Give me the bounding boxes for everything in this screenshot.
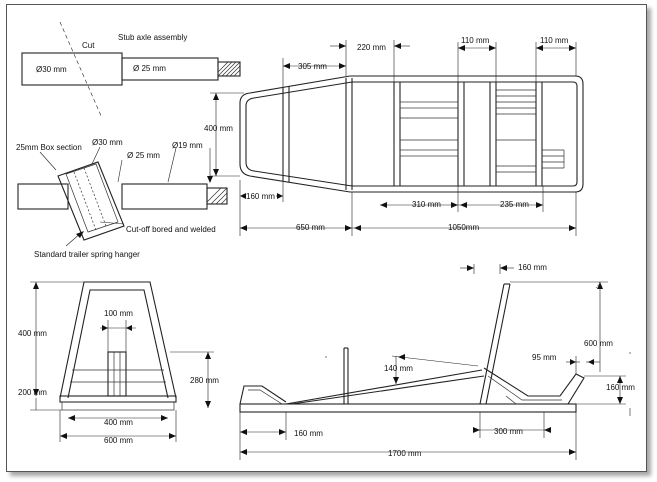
- side-d140: 140 mm: [384, 364, 413, 373]
- chassis-side-view: 160 mm 600 mm 95 mm 140 mm 160 mm 160 mm…: [239, 263, 635, 460]
- chassis-plan-view: 305 mm 220 mm 110 mm 110 mm 400 mm 160 m…: [204, 36, 584, 236]
- hanger-d19-label: Ø19 mm: [172, 141, 203, 150]
- side-view-rear-frame: [483, 367, 585, 405]
- plan-d650: 650 mm: [296, 223, 325, 232]
- hanger-d30-label: Ø30 mm: [92, 138, 123, 147]
- spring-hanger-plate: [57, 161, 125, 241]
- spring-hanger-assembly: 25mm Box section Ø30 mm Ø 25 mm Ø19 mm C…: [16, 138, 228, 259]
- stub-axle-title: Stub axle assembly: [118, 33, 187, 42]
- cutoff-label: Cut-off bored and welded: [126, 225, 216, 234]
- end-d400w: 400 mm: [104, 418, 133, 427]
- end-view-outer-frame: [59, 281, 177, 399]
- side-view-backrest: [479, 283, 505, 405]
- side-view-base-rail: [239, 403, 577, 413]
- cut-line: [59, 21, 103, 119]
- end-d600: 600 mm: [104, 436, 133, 445]
- side-d160-bottom: 160 mm: [294, 429, 323, 438]
- end-d280: 280 mm: [190, 376, 219, 385]
- side-d600: 600 mm: [584, 339, 613, 348]
- stub-axle-assembly: Stub axle assembly Cut Ø30 mm Ø 25 mm: [21, 21, 241, 119]
- chassis-end-view: 400 mm 100 mm 280 mm 200 mm 400 mm 600 m…: [18, 281, 219, 445]
- axle-d25-label: Ø 25 mm: [133, 64, 166, 73]
- side-d95: 95 mm: [532, 353, 557, 362]
- chassis-outer-frame: [239, 75, 584, 193]
- axle-end-hatch: [217, 61, 241, 77]
- plan-d1050: 1050mm: [448, 223, 479, 232]
- axle-d30-label: Ø30 mm: [36, 65, 67, 74]
- side-d160-top: 160 mm: [518, 263, 547, 272]
- plan-d235: 235 mm: [500, 200, 529, 209]
- cut-label: Cut: [82, 41, 95, 50]
- box-section-label: 25mm Box section: [16, 143, 82, 152]
- plan-d220: 220 mm: [357, 43, 386, 52]
- plan-d305: 305 mm: [298, 62, 327, 71]
- plan-d400: 400 mm: [204, 124, 233, 133]
- plan-d110a: 110 mm: [461, 36, 490, 45]
- side-view-seat-rail: [285, 369, 483, 405]
- side-view-front-tip: [239, 385, 287, 405]
- end-view-base: [59, 395, 177, 403]
- end-d100: 100 mm: [104, 309, 133, 318]
- side-d160-right: 160 mm: [606, 383, 635, 392]
- hanger-box-section: [17, 183, 69, 210]
- end-view-post: [107, 351, 127, 397]
- side-d300: 300 mm: [494, 427, 523, 436]
- plan-d110b: 110 mm: [540, 36, 569, 45]
- hanger-axle-shaft: [121, 183, 208, 210]
- hanger-end-hatch: [206, 187, 228, 205]
- end-d400: 400 mm: [18, 329, 47, 338]
- plan-d160: 160 mm: [246, 192, 275, 201]
- end-d200: 200 mm: [18, 388, 47, 397]
- hanger-d25-label: Ø 25 mm: [127, 151, 160, 160]
- side-d1700: 1700 mm: [388, 449, 422, 458]
- spring-hanger-label: Standard trailer spring hanger: [34, 250, 140, 259]
- plan-d310: 310 mm: [412, 200, 441, 209]
- chassis-inner-frame: [245, 81, 578, 187]
